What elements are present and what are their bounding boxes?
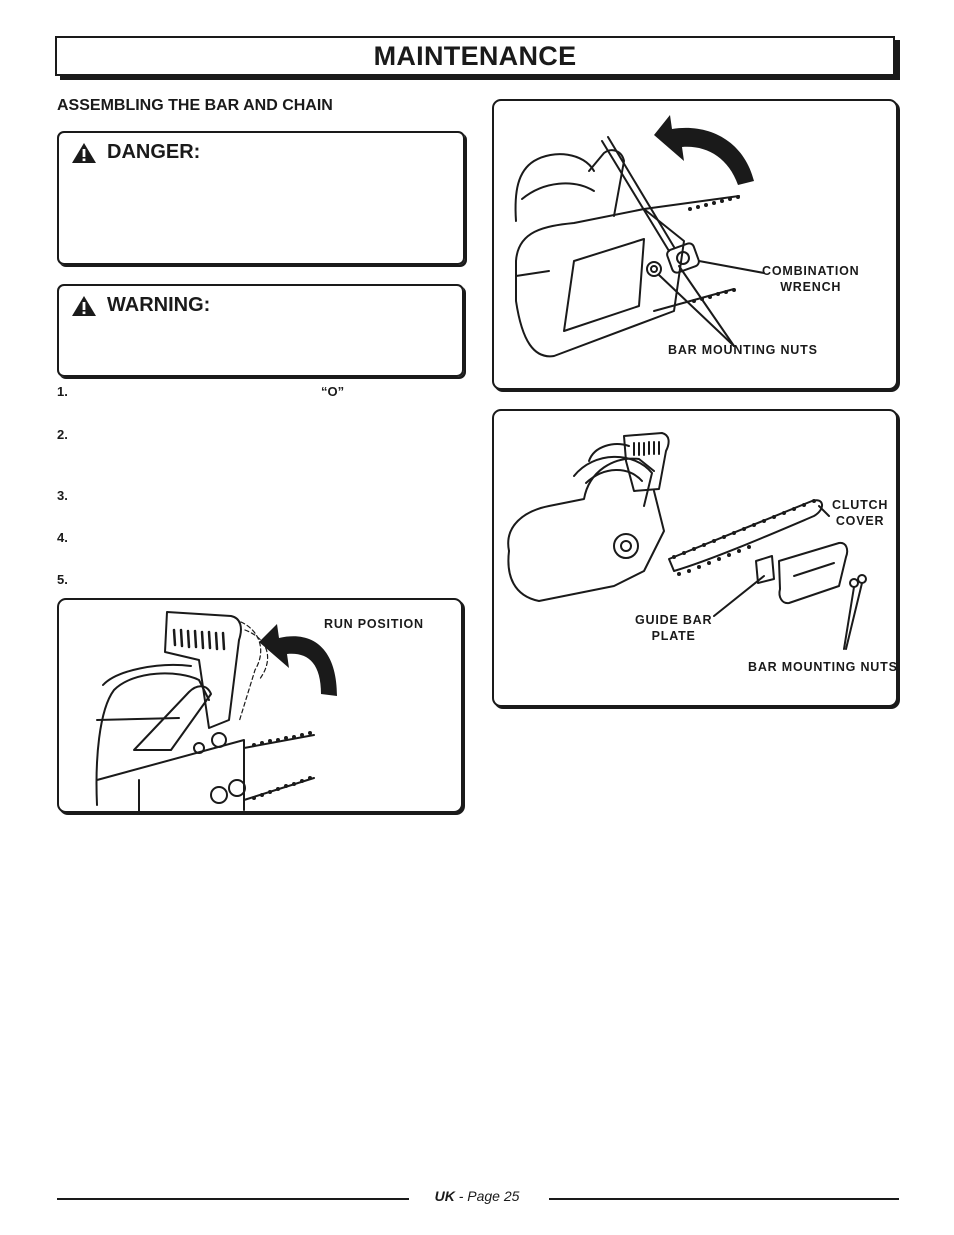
step-2-number: 2. (57, 427, 68, 442)
figure-wrench: COMBINATION WRENCH BAR MOUNTING NUTS (492, 99, 898, 390)
footer-rule-right (549, 1198, 899, 1200)
footer-rule-left (57, 1198, 409, 1200)
danger-box: DANGER: (57, 131, 465, 265)
section-heading: ASSEMBLING THE BAR AND CHAIN (57, 97, 333, 114)
step-1-number: 1. (57, 384, 68, 399)
footer-region: UK (434, 1188, 455, 1204)
chainsaw-brake-illustration (95, 611, 337, 811)
warning-triangle-icon (72, 142, 96, 163)
clutch-cover-label: CLUTCH COVER (832, 498, 889, 528)
combination-wrench-illustration (514, 115, 765, 358)
page-title: MAINTENANCE (373, 40, 577, 71)
combination-wrench-label: COMBINATION WRENCH (762, 263, 859, 295)
step-1-quote: “O” (321, 384, 345, 399)
step-4-number: 4. (57, 530, 68, 545)
warning-label: WARNING: (107, 294, 211, 316)
bar-chain-assembly-illustration (507, 432, 867, 650)
danger-header: DANGER: (71, 141, 200, 164)
step-5-number: 5. (57, 572, 68, 587)
bar-mounting-nuts-label: BAR MOUNTING NUTS (668, 343, 818, 357)
figure-assembly: CLUTCH COVER GUIDE BAR PLATE BAR MOUNTIN… (492, 409, 898, 707)
page-title-box: MAINTENANCE (55, 36, 895, 76)
warning-triangle-icon (72, 295, 96, 316)
danger-label: DANGER: (107, 141, 201, 163)
warning-header: WARNING: (71, 294, 210, 317)
guide-bar-plate-label: GUIDE BAR PLATE (635, 613, 713, 643)
footer-page-number: - Page 25 (458, 1188, 520, 1204)
run-position-label: RUN POSITION (324, 617, 424, 631)
step-3-number: 3. (57, 488, 68, 503)
figure-run-position: RUN POSITION (57, 598, 463, 813)
assembly-bar-mounting-nuts-label: BAR MOUNTING NUTS (748, 660, 898, 674)
page-footer: UK - Page 25 (0, 1188, 954, 1204)
warning-box: WARNING: (57, 284, 464, 377)
combination-wrench-label-line: COMBINATION WRENCH (762, 264, 860, 294)
